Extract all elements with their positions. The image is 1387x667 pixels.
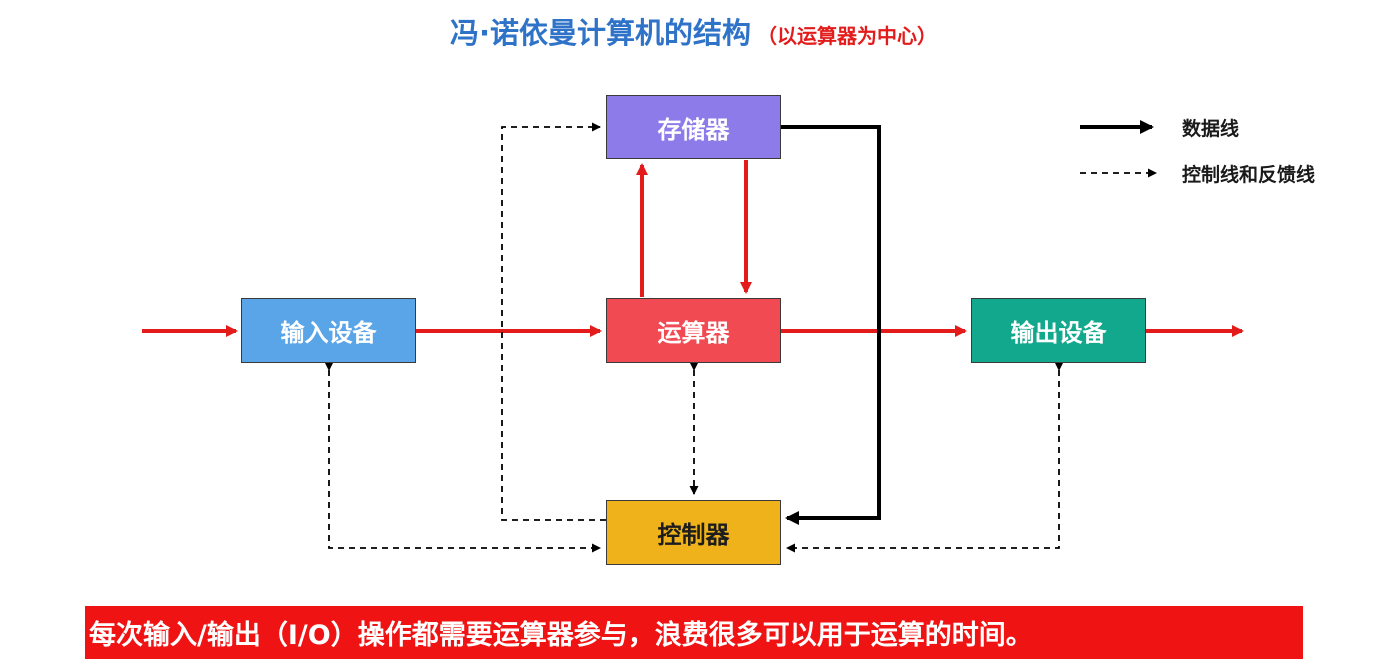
title-subtitle: （以运算器为中心） bbox=[757, 24, 938, 48]
memory-box: 存储器 bbox=[606, 95, 781, 159]
legend-control-line-label: 控制线和反馈线 bbox=[1182, 164, 1316, 186]
control-line-output-control bbox=[786, 362, 1064, 553]
output-device-box: 输出设备 bbox=[971, 298, 1146, 363]
diagram-title: 冯·诺依曼计算机的结构（以运算器为中心） bbox=[0, 10, 1387, 52]
legend-data-line-label: 数据线 bbox=[1182, 118, 1240, 140]
control-line-to-memory bbox=[501, 122, 606, 521]
note-banner: 每次输入/输出（I/O）操作都需要运算器参与，浪费很多可以用于运算的时间。 bbox=[85, 606, 1303, 659]
title-main: 冯·诺依曼计算机的结构 bbox=[449, 16, 752, 50]
controller-box: 控制器 bbox=[606, 500, 781, 565]
alu-box: 运算器 bbox=[606, 298, 781, 363]
input-device-box: 输入设备 bbox=[241, 298, 416, 363]
control-line-input-control bbox=[324, 362, 601, 553]
arrow-memory-to-control bbox=[781, 125, 881, 525]
